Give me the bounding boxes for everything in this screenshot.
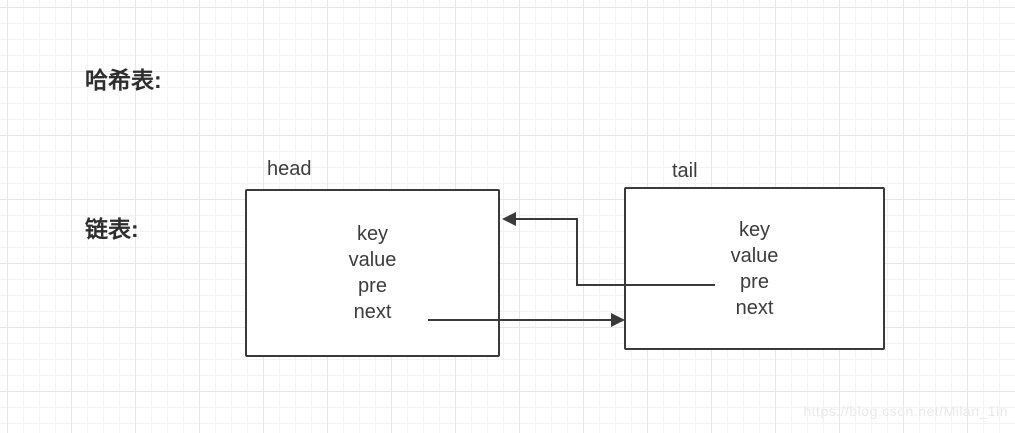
tail-field-pre: pre [740,270,769,293]
head-node-label: head [267,158,312,180]
linked-list-section-label: 链表: [85,216,139,242]
tail-node-box: key value pre next [624,187,885,350]
head-node-box: key value pre next [245,189,500,357]
tail-field-key: key [738,218,771,241]
head-field-next: next [353,301,392,323]
head-field-value: value [348,249,397,271]
head-field-key: key [356,223,389,245]
tail-field-value: value [730,244,779,267]
tail-node-label: tail [672,160,698,182]
arrow-left-arrowhead-icon [502,212,516,226]
arrow-right-arrowhead-icon [611,313,625,327]
tail-field-next: next [735,296,774,319]
hash-table-section-label: 哈希表: [85,67,162,93]
head-field-pre: pre [358,275,387,297]
watermark: https://blog.csdn.net/Milan_1in [803,403,1008,419]
